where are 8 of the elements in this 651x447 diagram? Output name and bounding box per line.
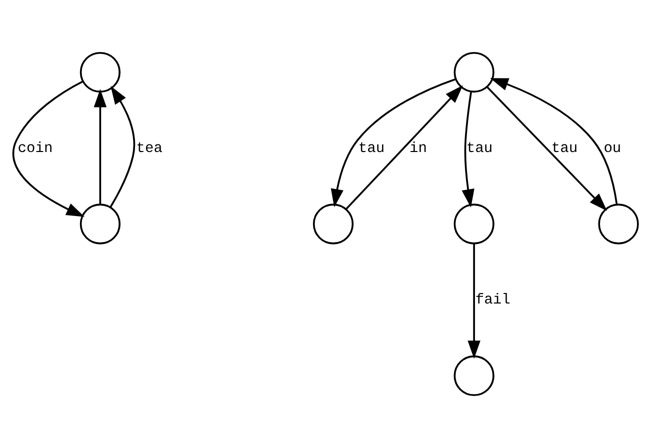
edge-label: coin [18, 140, 53, 156]
edge-label: ou [604, 140, 622, 156]
edge-label: tau [358, 140, 385, 156]
edge-label: in [409, 140, 427, 156]
edge-label: tau [466, 140, 493, 156]
edge-label: tea [136, 140, 162, 156]
edge-label: fail [475, 292, 510, 308]
edge-label: tau [551, 140, 578, 156]
